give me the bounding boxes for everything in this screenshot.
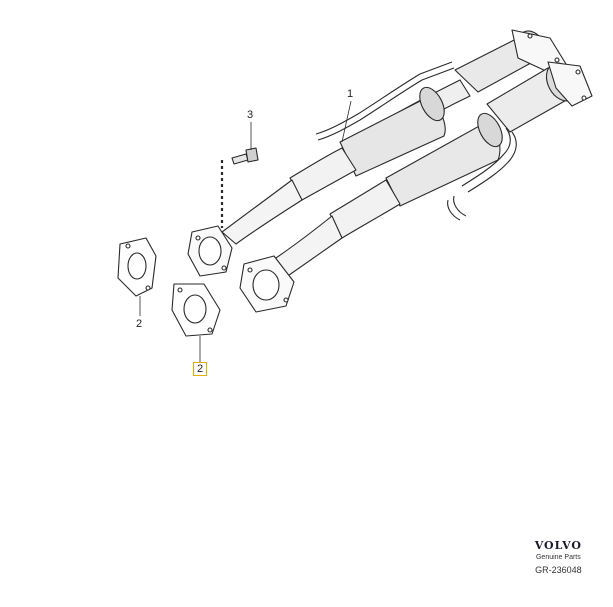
- callout-part-3: 3: [247, 109, 254, 121]
- upper-pipe: [221, 79, 471, 245]
- lower-pipe: [269, 112, 503, 281]
- leader-lines: [139, 100, 352, 362]
- gasket-boxed: [171, 283, 221, 337]
- gasket-left: [117, 237, 157, 297]
- brand-tagline: Genuine Parts: [535, 554, 581, 561]
- volvo-logo: VOLVO: [534, 539, 582, 552]
- front-converter: [486, 61, 593, 133]
- front-flange: [547, 61, 593, 107]
- lower-inlet-flange: [239, 255, 295, 313]
- diagram-code: GR-236048: [535, 565, 582, 575]
- brand-block: VOLVO Genuine Parts GR-236048: [535, 539, 582, 575]
- bracket-rod: [315, 61, 517, 221]
- callout-part-1: 1: [347, 88, 354, 100]
- callout-part-2-left: 2: [136, 318, 143, 330]
- rear-converter: [454, 29, 567, 93]
- callout-part-2-boxed: 2: [193, 362, 208, 376]
- upper-inlet-flange: [187, 225, 233, 277]
- bolt: [231, 147, 259, 165]
